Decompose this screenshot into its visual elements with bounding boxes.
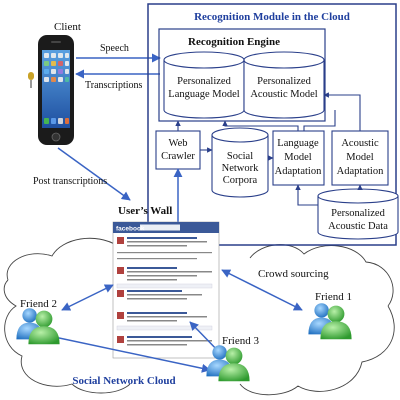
svg-text:Personalized: Personalized: [257, 76, 311, 87]
svg-text:Model: Model: [284, 152, 311, 163]
client-label: Client: [54, 21, 81, 33]
friend-icon: [16, 308, 60, 345]
module-title: Recognition Module in the Cloud: [194, 11, 350, 23]
transcriptions-label: Transcriptions: [85, 80, 143, 91]
friend-3-label: Friend 3: [222, 335, 259, 347]
svg-text:Social: Social: [227, 151, 253, 162]
friend-3: Friend 3: [206, 335, 259, 382]
acoustic-model-adaptation-box: [331, 130, 389, 186]
friend-2: Friend 2: [16, 298, 60, 345]
web-crawler-box: [155, 130, 201, 170]
post-transcriptions-arrow: [57, 147, 131, 201]
personalized-acoustic-model: Personalized Acoustic Model: [243, 51, 325, 119]
users-wall-label: User’s Wall: [118, 205, 172, 217]
svg-text:Acoustic: Acoustic: [341, 138, 379, 149]
personalized-acoustic-data: Personalized Acoustic Data: [317, 188, 399, 240]
svg-text:Crawler: Crawler: [161, 151, 195, 162]
svg-text:Model: Model: [346, 152, 373, 163]
friend-2-label: Friend 2: [20, 298, 57, 310]
friend-icon: [206, 345, 250, 382]
svg-text:Language: Language: [277, 138, 319, 149]
svg-text:Adaptation: Adaptation: [337, 166, 384, 177]
svg-text:Personalized: Personalized: [177, 76, 231, 87]
crowd-sourcing-label: Crowd sourcing: [258, 268, 329, 280]
svg-text:Web: Web: [169, 138, 188, 149]
social-network-cloud-outline: [3, 234, 395, 396]
speech-label: Speech: [100, 43, 129, 54]
post-transcriptions-label: Post transcriptions: [33, 176, 107, 187]
svg-text:Network: Network: [222, 163, 259, 174]
svg-text:Corpora: Corpora: [223, 175, 258, 186]
recognition-engine-box: [158, 28, 326, 122]
friend-icon: [308, 303, 352, 340]
svg-text:Acoustic Model: Acoustic Model: [250, 89, 317, 100]
phone-icon: [28, 35, 74, 145]
social-network-cloud-label: Social Network Cloud: [72, 375, 175, 387]
recognition-module-box: [147, 3, 397, 246]
social-network-corpora: Social Network Corpora: [211, 127, 269, 198]
personalized-language-model: Personalized Language Model: [163, 51, 245, 119]
svg-text:Acoustic Data: Acoustic Data: [328, 221, 388, 232]
svg-text:Adaptation: Adaptation: [275, 166, 322, 177]
svg-text:Personalized: Personalized: [331, 208, 385, 219]
engine-title: Recognition Engine: [188, 36, 280, 48]
svg-text:Language Model: Language Model: [168, 89, 240, 100]
facebook-wall-screenshot: facebook: [112, 221, 220, 359]
friend-1: Friend 1: [308, 291, 352, 340]
module-arrows: [175, 92, 363, 206]
wall-brand: facebook: [116, 226, 145, 233]
friend-1-label: Friend 1: [315, 291, 352, 303]
